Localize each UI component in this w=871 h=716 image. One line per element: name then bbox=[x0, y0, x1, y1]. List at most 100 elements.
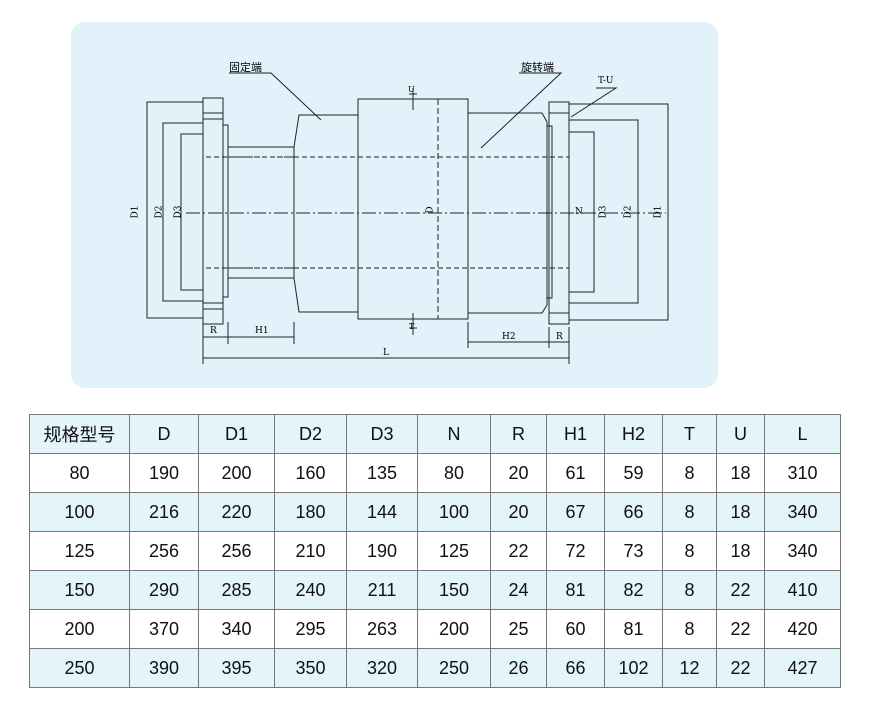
table-cell: 420 bbox=[764, 609, 841, 649]
table-cell: 135 bbox=[346, 453, 418, 493]
table-cell: 150 bbox=[29, 570, 130, 610]
table-cell: 22 bbox=[716, 570, 765, 610]
column-header: D1 bbox=[198, 414, 275, 454]
table-cell: 100 bbox=[417, 492, 491, 532]
rotary-joint-drawing bbox=[146, 72, 669, 364]
label-d3-left: D3 bbox=[173, 205, 184, 219]
table-cell: 25 bbox=[490, 609, 547, 649]
label-d: D bbox=[425, 206, 436, 214]
table-cell: 125 bbox=[29, 531, 130, 571]
label-tu: T-U bbox=[598, 76, 614, 86]
label-r-left: R bbox=[210, 326, 217, 336]
table-cell: 210 bbox=[274, 531, 347, 571]
column-header: 规格型号 bbox=[29, 414, 130, 454]
label-d3-right: D3 bbox=[598, 205, 609, 219]
table-cell: 340 bbox=[764, 531, 841, 571]
table-cell: 80 bbox=[29, 453, 130, 493]
table-cell: 285 bbox=[198, 570, 275, 610]
table-cell: 211 bbox=[346, 570, 418, 610]
table-cell: 295 bbox=[274, 609, 347, 649]
column-header: T bbox=[662, 414, 717, 454]
table-cell: 22 bbox=[716, 648, 765, 688]
table-cell: 72 bbox=[546, 531, 605, 571]
table-cell: 200 bbox=[198, 453, 275, 493]
table-cell: 22 bbox=[716, 609, 765, 649]
label-rotating-end: 旋转端 bbox=[521, 61, 554, 74]
table-cell: 67 bbox=[546, 492, 605, 532]
table-cell: 263 bbox=[346, 609, 418, 649]
table-cell: 150 bbox=[417, 570, 491, 610]
table-cell: 200 bbox=[417, 609, 491, 649]
table-cell: 81 bbox=[604, 609, 663, 649]
column-header: H1 bbox=[546, 414, 605, 454]
column-header: R bbox=[490, 414, 547, 454]
table-cell: 390 bbox=[129, 648, 199, 688]
table-cell: 310 bbox=[764, 453, 841, 493]
table-cell: 61 bbox=[546, 453, 605, 493]
table-cell: 395 bbox=[198, 648, 275, 688]
label-l: L bbox=[383, 348, 389, 358]
table-cell: 160 bbox=[274, 453, 347, 493]
table-cell: 59 bbox=[604, 453, 663, 493]
label-r-right: R bbox=[556, 332, 563, 342]
table-cell: 81 bbox=[546, 570, 605, 610]
column-header: H2 bbox=[604, 414, 663, 454]
table-cell: 125 bbox=[417, 531, 491, 571]
column-header: N bbox=[417, 414, 491, 454]
label-d2-left: D2 bbox=[154, 205, 165, 219]
table-cell: 200 bbox=[29, 609, 130, 649]
table-cell: 18 bbox=[716, 531, 765, 571]
column-header: D3 bbox=[346, 414, 418, 454]
label-fixed-end: 固定端 bbox=[229, 61, 262, 74]
label-n: N bbox=[575, 207, 583, 217]
table-cell: 18 bbox=[716, 453, 765, 493]
label-d1-right: D1 bbox=[653, 205, 664, 219]
table-cell: 82 bbox=[604, 570, 663, 610]
column-header: L bbox=[764, 414, 841, 454]
label-h2: H2 bbox=[502, 332, 516, 342]
table-cell: 250 bbox=[29, 648, 130, 688]
table-cell: 8 bbox=[662, 570, 717, 610]
label-h1: H1 bbox=[255, 326, 269, 336]
label-t: T bbox=[409, 322, 415, 331]
table-cell: 370 bbox=[129, 609, 199, 649]
table-cell: 350 bbox=[274, 648, 347, 688]
table-cell: 290 bbox=[129, 570, 199, 610]
table-cell: 216 bbox=[129, 492, 199, 532]
table-cell: 80 bbox=[417, 453, 491, 493]
table-cell: 66 bbox=[546, 648, 605, 688]
table-cell: 180 bbox=[274, 492, 347, 532]
table-cell: 340 bbox=[764, 492, 841, 532]
table-cell: 340 bbox=[198, 609, 275, 649]
table-cell: 256 bbox=[198, 531, 275, 571]
table-cell: 8 bbox=[662, 609, 717, 649]
table-cell: 144 bbox=[346, 492, 418, 532]
table-cell: 8 bbox=[662, 531, 717, 571]
table-cell: 18 bbox=[716, 492, 765, 532]
label-u: U bbox=[408, 85, 415, 94]
table-cell: 20 bbox=[490, 453, 547, 493]
column-header: U bbox=[716, 414, 765, 454]
table-cell: 22 bbox=[490, 531, 547, 571]
diagram-panel: 固定端 旋转端 T-U U T D N D1 D2 D3 D3 D2 D1 R … bbox=[71, 22, 718, 388]
table-cell: 26 bbox=[490, 648, 547, 688]
table-cell: 410 bbox=[764, 570, 841, 610]
table-cell: 20 bbox=[490, 492, 547, 532]
table-cell: 100 bbox=[29, 492, 130, 532]
table-cell: 8 bbox=[662, 453, 717, 493]
table-cell: 190 bbox=[129, 453, 199, 493]
table-cell: 60 bbox=[546, 609, 605, 649]
column-header: D bbox=[129, 414, 199, 454]
table-cell: 24 bbox=[490, 570, 547, 610]
table-cell: 220 bbox=[198, 492, 275, 532]
table-cell: 250 bbox=[417, 648, 491, 688]
table-cell: 66 bbox=[604, 492, 663, 532]
table-cell: 8 bbox=[662, 492, 717, 532]
table-cell: 240 bbox=[274, 570, 347, 610]
